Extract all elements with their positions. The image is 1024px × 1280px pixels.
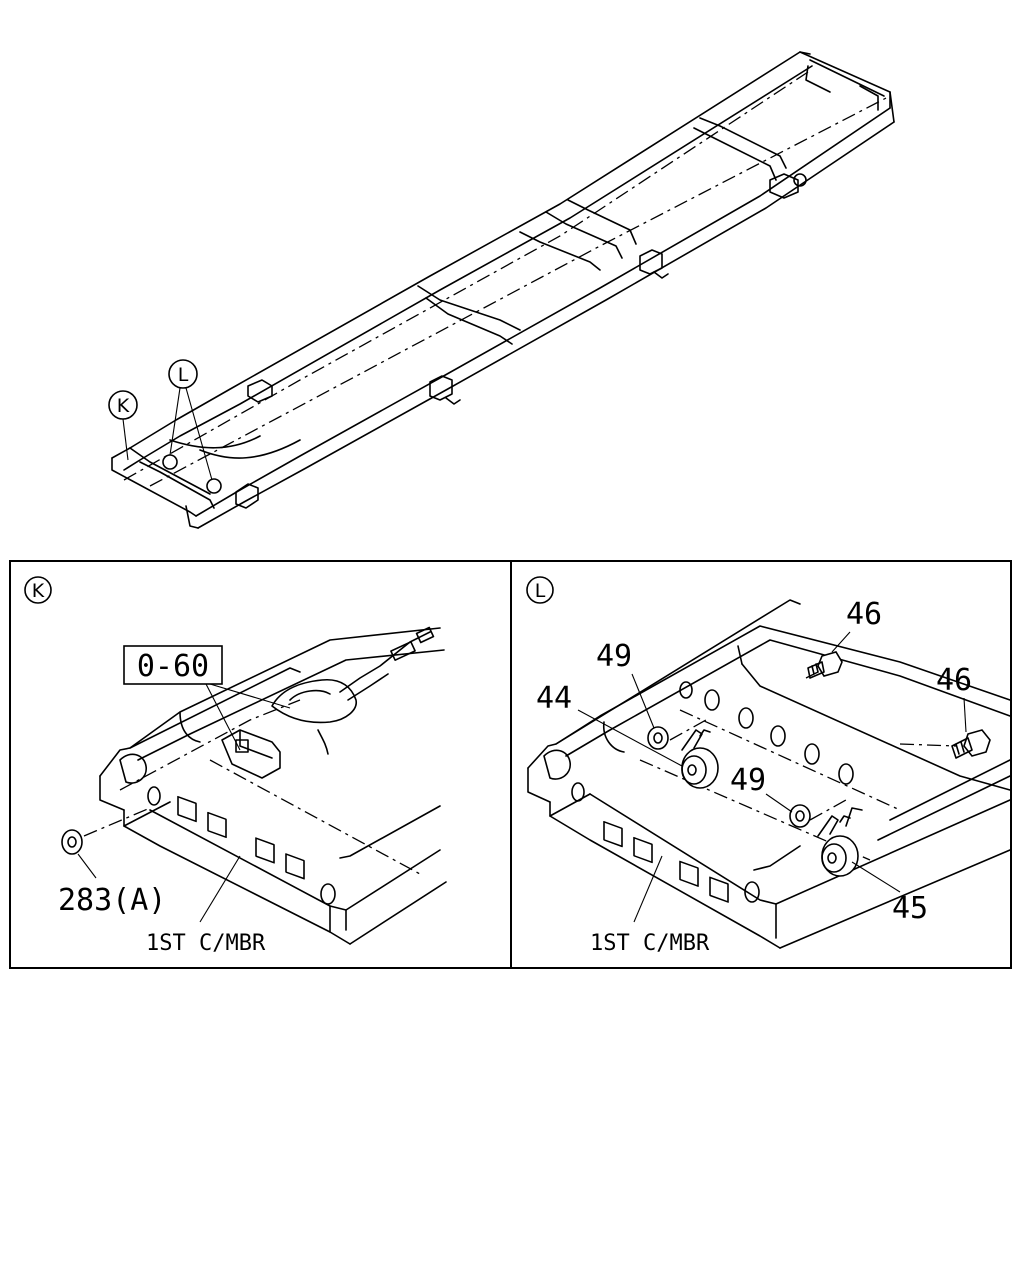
bolt-46-upper [807,651,843,679]
nut-49-upper [647,726,669,750]
frame-bracket [639,249,669,279]
detail-l-marker-letter: L [535,580,546,602]
detail-l-frame [510,560,1012,969]
detail-k-marker [24,576,52,604]
detail-l-marker [526,576,554,604]
frame-bracket [769,173,807,199]
part-283-label: 283(A) [58,883,166,918]
part-45-label: 45 [892,891,928,926]
detail-k: K [24,576,447,956]
part-49-lower-label: 49 [730,763,766,798]
frame-bracket [235,483,259,509]
callout-k-letter: K [117,395,130,417]
part-44-label: 44 [536,681,572,716]
horn-mount-point [206,478,222,494]
frame-bracket [247,379,273,403]
callout-l-letter: L [178,364,189,386]
member-label-l: 1ST C/MBR [590,931,710,956]
reference-box-0-60: 0-60 [123,645,291,751]
cross-member-l [527,599,1011,949]
bolt-46-lower [951,729,991,759]
part-46-upper-label: 46 [846,597,882,632]
cross-member-k [99,627,447,945]
horn-mount-point [162,454,178,470]
detail-l: L [526,576,1011,956]
part-46-lower-label: 46 [936,663,972,698]
part-49-upper-label: 49 [596,639,632,674]
nut-283: 283(A) [58,807,166,918]
detail-k-marker-letter: K [32,580,45,602]
horn-45 [817,807,863,877]
nut-49-lower [789,804,811,828]
frame-bracket [429,375,461,405]
callout-l: L [168,359,213,481]
member-label-k: 1ST C/MBR [146,931,266,956]
reference-label: 0-60 [137,649,209,684]
cable-bracket [221,626,435,779]
callout-k: K [108,390,138,461]
horn-44 [681,729,719,789]
chassis-frame-overview [111,51,895,529]
